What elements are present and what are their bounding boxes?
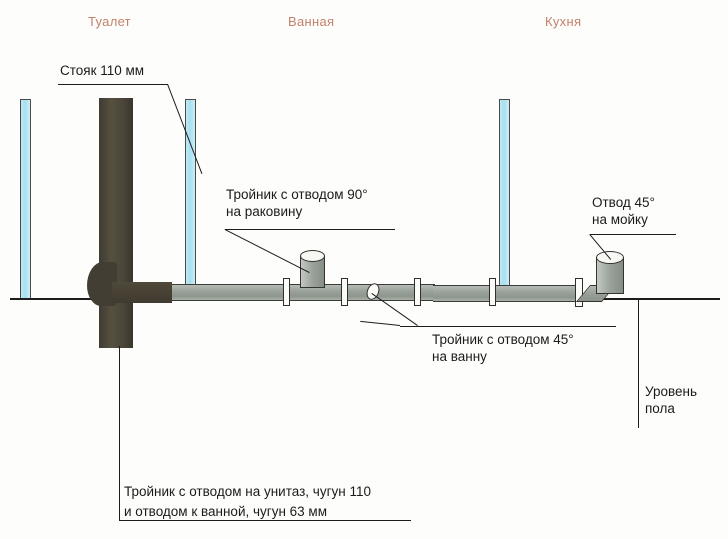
room-label-kitchen: Кухня: [545, 14, 582, 29]
annotation-tee90-line1: Тройник с отводом 90°: [226, 187, 368, 202]
annotation-standpipe-line1: Стояк 110 мм: [60, 63, 145, 78]
annotation-tee45-leader-flat: [360, 320, 401, 326]
annotation-tee90: Тройник с отводом 90° на раковину: [226, 186, 368, 221]
annotation-standpipe-underline: [58, 84, 168, 85]
annotation-floor-level: Уровень пола: [645, 383, 697, 418]
riser-stub-cap: [300, 250, 325, 262]
pipe-collar-3: [414, 278, 421, 306]
annotation-bend45-underline: [590, 234, 676, 235]
riser-to-sink-cap: [596, 251, 624, 264]
pipe-collar-5: [575, 278, 583, 307]
annotation-tee90-underline: [225, 229, 395, 230]
annotation-tee90-line2: на раковину: [226, 204, 303, 220]
annotation-bottom-caption: Тройник с отводом на унитаз, чугун 110 и…: [124, 482, 371, 521]
annotation-bottom-caption-line2: и отводом к ванной, чугун 63 мм: [124, 503, 327, 519]
room-label-toilet: Туалет: [88, 14, 131, 29]
annotation-bend45-line2: на мойку: [592, 212, 648, 228]
horizontal-pipe-run-right: [433, 285, 583, 302]
annotation-tee45-underline: [400, 326, 616, 327]
annotation-bend45: Отвод 45° на мойку: [592, 194, 655, 229]
annotation-tee45-line1: Тройник с отводом 45°: [432, 332, 574, 347]
annotation-tee45: Тройник с отводом 45° на ванну: [432, 331, 574, 366]
pipe-collar-2: [341, 278, 348, 306]
annotation-bend45-line1: Отвод 45°: [592, 195, 655, 210]
bottom-caption-underline: [119, 520, 411, 521]
annotation-floor-level-line1: Уровень: [645, 384, 698, 399]
pipe-collar-1: [283, 278, 290, 306]
annotation-floor-level-line2: пола: [645, 401, 675, 417]
bottom-caption-leader-vertical: [119, 346, 120, 520]
cast-iron-standpipe: [99, 98, 133, 348]
annotation-floor-level-leader: [638, 298, 639, 428]
annotation-bottom-caption-line1: Тройник с отводом на унитаз, чугун 110: [124, 484, 371, 499]
annotation-tee90-leader: [224, 229, 310, 274]
pipe-collar-4: [489, 278, 496, 306]
room-label-bathroom: Ванная: [288, 14, 335, 29]
wall-left: [20, 99, 31, 299]
wall-toilet-bathroom: [185, 99, 196, 299]
annotation-tee45-line2: на ванну: [432, 349, 487, 365]
wall-bathroom-kitchen: [499, 99, 510, 299]
standpipe-tee-branch: [112, 282, 172, 303]
annotation-standpipe: Стояк 110 мм: [60, 62, 144, 79]
